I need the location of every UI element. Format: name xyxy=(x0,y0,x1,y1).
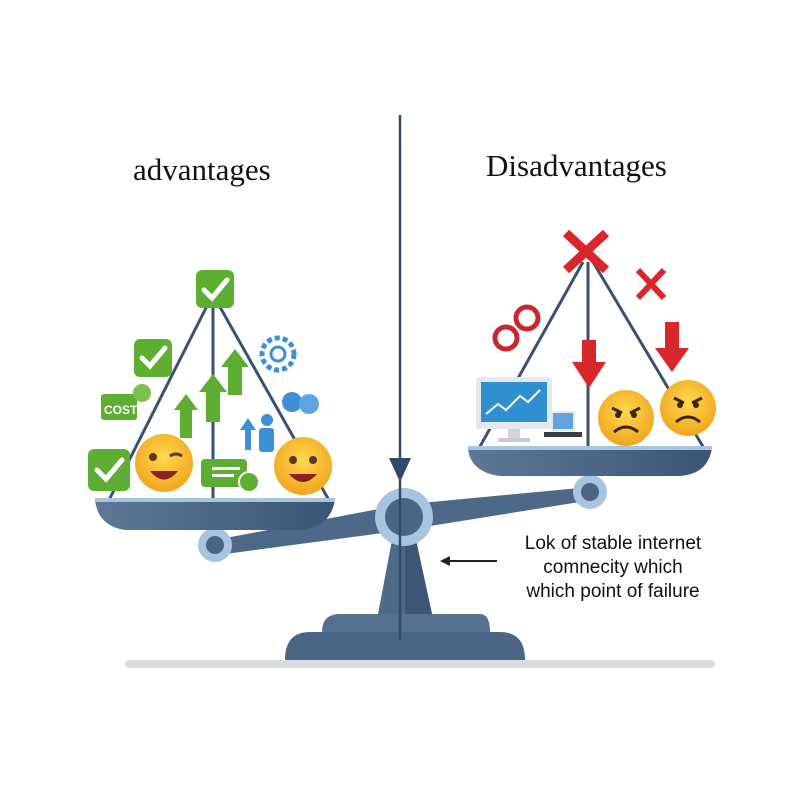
red-x-icon xyxy=(635,267,667,301)
check-icon xyxy=(196,270,234,308)
disadvantages-title: Disadvantages xyxy=(486,148,667,183)
angry-face-emoji xyxy=(660,380,716,436)
up-arrow-icon xyxy=(221,349,249,395)
center-arrowhead xyxy=(389,458,411,482)
advantages-title: advantages xyxy=(133,152,271,187)
gear-target-icon xyxy=(259,335,297,373)
handshake-icon xyxy=(282,392,319,414)
person-growth-icon xyxy=(240,414,274,452)
ground-shadow xyxy=(125,660,715,668)
computer-monitor-icon xyxy=(476,377,552,442)
scale-beam xyxy=(198,475,607,562)
winking-face-emoji xyxy=(135,434,193,492)
smiling-face-emoji xyxy=(274,437,332,495)
svg-text:COST: COST xyxy=(104,403,138,417)
up-arrow-icon xyxy=(174,394,198,438)
annotation-line-1: Lok of stable internet xyxy=(524,533,702,554)
id-card-check-icon xyxy=(201,459,260,493)
refresh-error-icon xyxy=(492,304,541,352)
annotation-line-3: which point of failure xyxy=(526,581,700,602)
down-arrow-icon xyxy=(572,340,606,388)
cost-tag-icon: COST xyxy=(101,384,151,420)
check-icon xyxy=(134,339,172,377)
angry-face-emoji xyxy=(598,390,654,446)
scale-base xyxy=(285,540,525,660)
left-arrow-icon xyxy=(440,556,497,566)
check-icon xyxy=(88,449,130,491)
up-arrow-icon xyxy=(199,374,227,422)
annotation-line-2: comnecity which xyxy=(543,557,683,578)
down-arrow-icon xyxy=(655,322,689,372)
red-x-icon xyxy=(562,229,610,274)
annotation-text: Lok of stable internet comnecity which w… xyxy=(488,532,738,604)
laptop-icon xyxy=(544,411,582,437)
